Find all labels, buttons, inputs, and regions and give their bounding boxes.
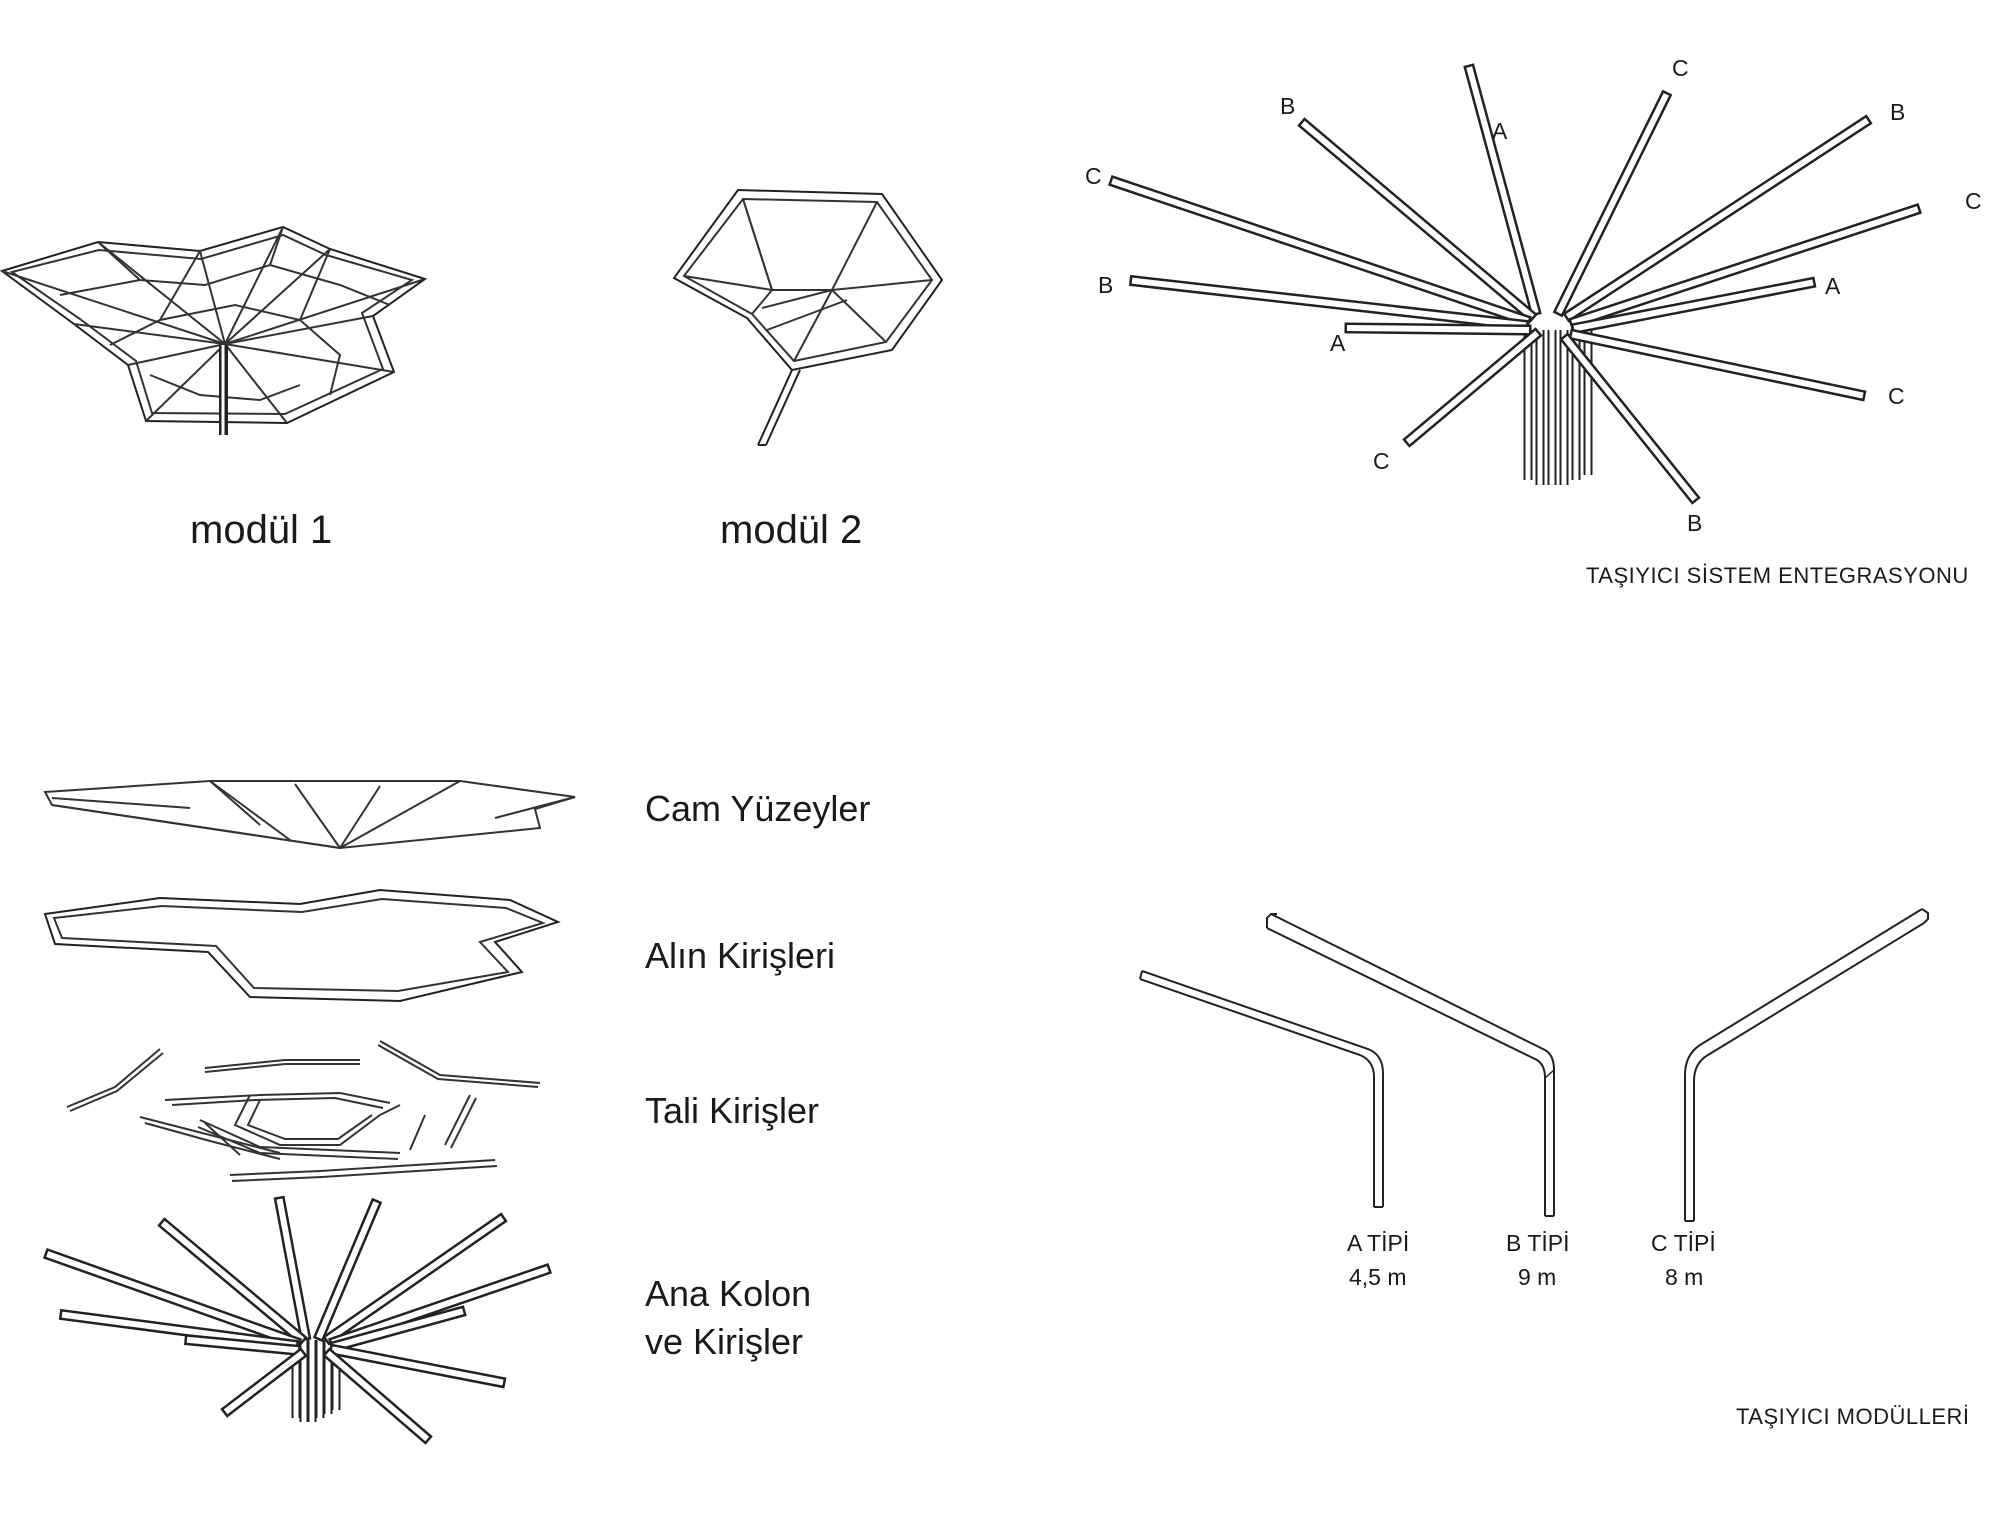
integration-label-c4: C [1888,383,1905,409]
layer-glass-label: Cam Yüzeyler [645,788,871,829]
glass-surfaces-drawing [40,780,580,860]
carrier-modules-title: TAŞIYICI MODÜLLERİ [1736,1404,1970,1429]
module-type-c-length: 8 m [1665,1264,1704,1290]
edge-beams-drawing [40,890,570,1010]
integration-drawing [1080,85,1980,505]
integration-label-b2: B [1890,99,1906,125]
module-type-a-name: A TİPİ [1347,1230,1410,1256]
integration-label-c5: C [1373,448,1390,474]
integration-label-a2: A [1330,330,1346,356]
integration-beams [1115,70,1915,497]
module-type-a-drawing [1138,965,1388,1215]
secondary-beams-drawing [60,1035,560,1185]
module-type-a-length: 4,5 m [1349,1264,1407,1290]
main-columns-drawing [50,1200,550,1440]
module-type-b-name: B TİPİ [1506,1230,1570,1256]
module-1-drawing [0,225,440,435]
module-type-b-length: 9 m [1518,1264,1557,1290]
integration-label-b4: B [1687,510,1703,536]
layer-secondary-beams-label: Tali Kirişler [645,1090,820,1131]
module-type-c-name: C TİPİ [1651,1230,1716,1256]
layer-main-columns-label-line2: ve Kirişler [645,1321,804,1362]
integration-label-c1: C [1085,163,1102,189]
module-2-drawing [672,190,947,450]
integration-label-a1: A [1492,118,1508,144]
module-2-label: modül 2 [720,508,863,552]
integration-label-c2: C [1672,55,1689,81]
layer-edge-beams-label: Alın Kirişleri [645,935,836,976]
layer-main-columns-label-line1: Ana Kolon [645,1273,812,1314]
module-type-c-drawing [1680,905,1930,1225]
integration-label-c3: C [1965,188,1982,214]
integration-label-b3: B [1098,272,1114,298]
integration-label-b1: B [1280,93,1296,119]
module-1-label: modül 1 [190,508,333,552]
module-type-b-drawing [1265,910,1565,1220]
integration-title: TAŞIYICI SİSTEM ENTEGRASYONU [1586,563,1969,588]
integration-label-a3: A [1825,273,1841,299]
